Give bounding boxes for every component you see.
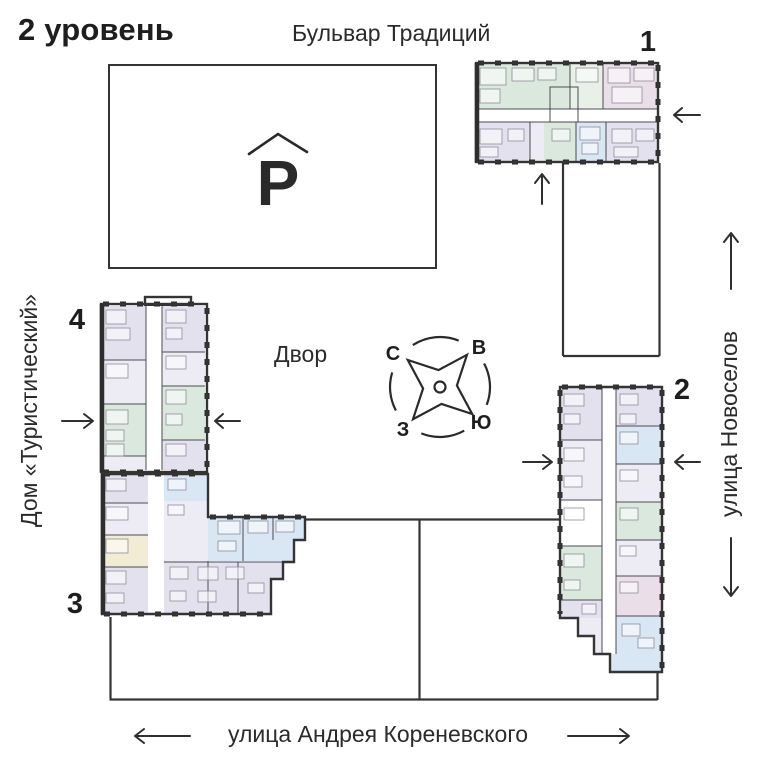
building-4-rooms <box>105 309 187 457</box>
parking-symbol: P <box>257 147 300 211</box>
compass-south-label: Ю <box>471 412 492 434</box>
building-2-number: 2 <box>673 374 691 406</box>
arrow-left-icon <box>674 454 701 470</box>
compass-arc <box>412 335 460 347</box>
connector-building1-building2 <box>561 163 661 358</box>
street-label-right: улица Новоселов <box>716 331 742 517</box>
arrow-right-icon <box>61 413 94 429</box>
arrow-up-icon <box>723 232 739 290</box>
building-2-plan[interactable] <box>556 384 666 676</box>
compass-north-label: С <box>386 343 400 365</box>
compass-arc <box>420 429 465 439</box>
courtyard-boundary <box>109 518 659 701</box>
building-1-rooms <box>479 67 655 158</box>
compass-arc <box>483 362 492 406</box>
building-1-plan[interactable] <box>472 59 663 167</box>
compass-arc <box>388 372 397 412</box>
courtyard-label: Двор <box>274 341 328 367</box>
building-4-number: 4 <box>68 304 86 336</box>
parking-area: P <box>108 64 437 269</box>
building-4-plan[interactable] <box>98 294 210 476</box>
arrow-down-icon <box>723 537 739 597</box>
parking-roof-icon <box>247 132 309 156</box>
compass-east-label: В <box>472 337 486 359</box>
compass-center <box>433 380 447 394</box>
street-label-left: Дом «Туристический» <box>16 294 42 527</box>
arrow-up-icon <box>534 173 550 205</box>
building-3-plan[interactable] <box>98 471 312 621</box>
street-label-top: Бульвар Традиций <box>292 20 491 46</box>
compass-rose: С В З Ю <box>386 335 492 441</box>
arrow-right-icon <box>567 728 630 744</box>
building-1-number: 1 <box>639 26 657 58</box>
arrow-right-icon <box>522 454 553 470</box>
page-title: 2 уровень <box>18 12 175 47</box>
arrow-left-icon <box>214 413 241 429</box>
parking-icon: P <box>247 132 309 211</box>
arrow-left-icon <box>673 107 701 123</box>
arrow-left-icon <box>134 728 191 744</box>
compass-west-label: З <box>397 419 410 441</box>
building-3-number: 3 <box>66 588 84 620</box>
street-label-bottom: улица Андрея Кореневского <box>227 721 529 747</box>
building-3-rooms <box>105 478 295 604</box>
building-2-rooms <box>563 393 655 649</box>
